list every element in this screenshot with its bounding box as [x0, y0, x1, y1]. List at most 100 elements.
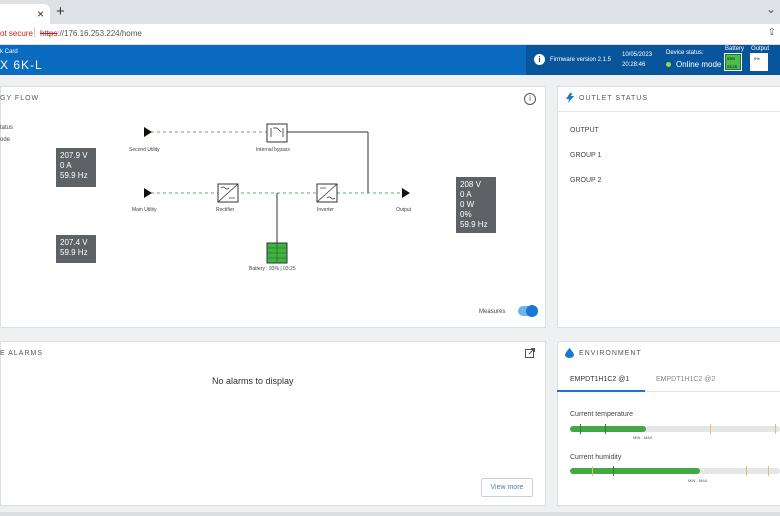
gauge-tick	[746, 466, 747, 476]
info-icon[interactable]: i	[524, 93, 536, 105]
output-arrow-icon	[402, 188, 410, 198]
battery-label: Battery	[725, 46, 745, 52]
output-label: Output	[396, 207, 412, 213]
device-model: X 6K-L	[0, 58, 43, 72]
card-name: k Card	[0, 49, 18, 55]
temperature-minmax: MIN - MAX	[633, 435, 653, 440]
tab-divider	[557, 391, 780, 392]
status-block: i Firmware version 2.1.5 10/05/2023 20:2…	[526, 45, 780, 75]
new-tab-button[interactable]: +	[56, 3, 65, 20]
share-icon[interactable]: ⇪	[767, 27, 776, 38]
current-value: 0 A	[60, 161, 72, 170]
divider	[557, 111, 780, 112]
outlet-group-2[interactable]: GROUP 2	[570, 177, 602, 184]
second-utility-label: Second Utility	[129, 147, 160, 153]
inverter-label: Inverter	[317, 207, 334, 213]
outlet-output[interactable]: OUTPUT	[570, 127, 599, 134]
outlet-group-1[interactable]: GROUP 1	[570, 152, 602, 159]
temperature-label: Current temperature	[570, 411, 634, 418]
address-divider: |	[33, 27, 36, 38]
frequency-value: 59.9 Hz	[60, 171, 88, 180]
droplet-icon	[565, 348, 574, 358]
outlet-status-card	[557, 86, 780, 328]
bypass-switch-icon	[266, 123, 288, 143]
device-status-text: Online mode	[676, 60, 722, 69]
security-warning[interactable]: ot secure	[0, 29, 33, 38]
chevron-down-icon[interactable]: ⌄	[765, 2, 776, 16]
mode-label: ode	[0, 137, 11, 143]
second-utility-measures: 207.9 V 0 A 59.9 Hz	[56, 148, 96, 187]
gauge-tick	[768, 466, 769, 476]
gauge-tick	[710, 424, 711, 434]
measures-label: Measures	[479, 309, 506, 315]
voltage-value: 208 V	[460, 180, 481, 189]
info-icon[interactable]: i	[534, 54, 545, 65]
url-host: ://176.16.253.224/home	[57, 29, 142, 38]
app-header: k Card X 6K-L i Firmware version 2.1.5 1…	[0, 45, 780, 75]
alarms-card	[0, 341, 546, 506]
humidity-fill	[570, 468, 701, 474]
battery-fill	[726, 55, 740, 69]
time: 20:28:46	[622, 62, 646, 68]
temperature-fill	[570, 426, 646, 432]
temperature-gauge	[570, 424, 780, 434]
gauge-tick	[592, 466, 593, 476]
device-status: Online mode	[666, 60, 721, 69]
gauge-tick	[613, 466, 614, 476]
browser-tab[interactable]: ×	[0, 4, 50, 24]
load-value: 0%	[460, 210, 472, 219]
external-link-icon[interactable]	[525, 348, 535, 358]
tab-close-icon[interactable]: ×	[37, 7, 45, 21]
gauge-tick	[580, 424, 581, 434]
voltage-value: 207.4 V	[60, 238, 88, 247]
address-bar[interactable]: ot secure | https://176.16.253.224/home …	[0, 24, 780, 45]
url-scheme: https	[40, 29, 58, 38]
view-more-button[interactable]: View more	[481, 478, 533, 497]
status-label: tatus	[0, 125, 14, 131]
env-tab-1[interactable]: EMPDT1H1C2 @1	[570, 376, 630, 383]
gauge-tick	[775, 424, 776, 434]
main-utility-measures: 207.4 V 59.9 Hz	[56, 235, 96, 263]
output-indicator[interactable]: 0%	[750, 53, 768, 71]
humidity-label: Current humidity	[570, 454, 622, 461]
battery-label: Battery : 93% | 03:25	[249, 266, 296, 272]
frequency-value: 59.9 Hz	[460, 220, 488, 229]
device-status-label: Device status:	[666, 50, 704, 56]
bottom-border	[0, 512, 780, 516]
battery-time: 03:25	[727, 64, 738, 69]
output-measures: 208 V 0 A 0 W 0% 59.9 Hz	[456, 177, 496, 233]
toggle-knob	[526, 305, 538, 317]
outlet-status-title: OUTLET STATUS	[579, 95, 649, 102]
frequency-value: 59.9 Hz	[60, 248, 88, 257]
alarms-title: E ALARMS	[0, 350, 44, 357]
humidity-minmax: MIN - MAX	[688, 478, 708, 483]
battery-indicator[interactable]: 93% 03:25	[724, 53, 742, 71]
measures-toggle[interactable]	[518, 305, 538, 317]
env-tab-2[interactable]: EMPDT1H1C2 @2	[656, 376, 716, 383]
current-value: 0 A	[460, 190, 472, 199]
gauge-tick	[605, 424, 606, 434]
url-text[interactable]: https://176.16.253.224/home	[40, 29, 142, 38]
main-utility-label: Main Utility	[132, 207, 157, 213]
output-percent: 0%	[754, 56, 760, 61]
active-tab-indicator	[557, 390, 645, 392]
main-utility-arrow-icon	[144, 188, 152, 198]
firmware-version: Firmware version 2.1.5	[550, 57, 612, 63]
status-dot-icon	[666, 62, 671, 68]
environment-card	[557, 341, 780, 506]
date: 10/05/2023	[622, 52, 653, 58]
second-utility-arrow-icon	[144, 127, 152, 137]
environment-title: ENVIRONMENT	[579, 350, 642, 357]
no-alarms-text: No alarms to display	[212, 376, 294, 386]
humidity-gauge	[570, 466, 780, 476]
internal-bypass-label: Internal bypass	[256, 147, 290, 153]
power-value: 0 W	[460, 200, 475, 209]
battery-percent: 93%	[727, 56, 736, 61]
browser-tabbar: × + ⌄	[0, 0, 780, 24]
voltage-value: 207.9 V	[60, 151, 88, 160]
output-label: Output	[751, 46, 770, 52]
lightning-icon	[566, 93, 574, 103]
energy-flow-title: GY FLOW	[0, 95, 40, 102]
rectifier-label: Rectifier	[216, 207, 235, 213]
